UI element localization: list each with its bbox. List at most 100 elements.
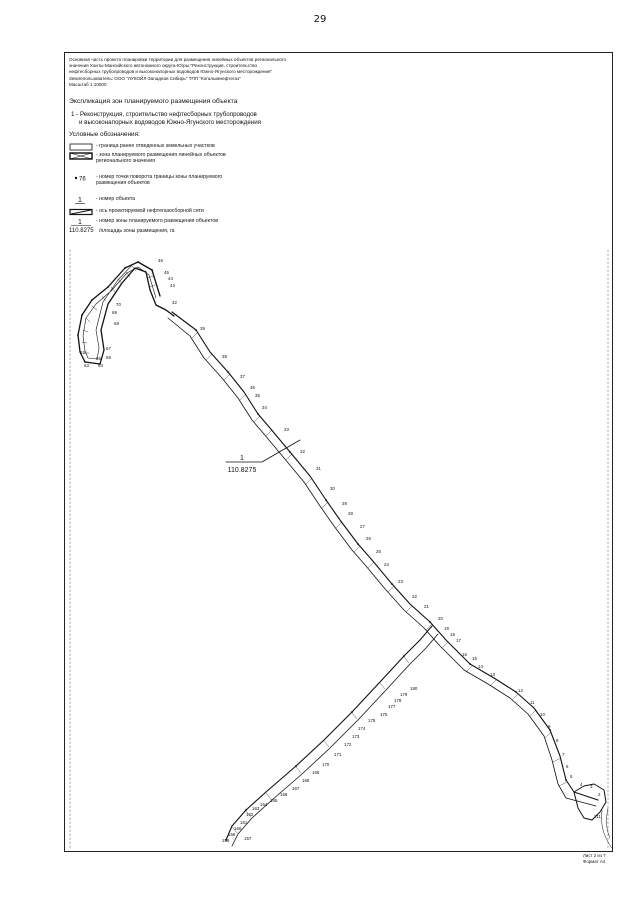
- point-label: 157: [244, 836, 252, 841]
- legend-sample: 110.8275: [69, 228, 94, 234]
- legend-item-axis: - ось проектируемой нефтегазосборной сет…: [69, 208, 329, 218]
- point-label: 28: [348, 511, 353, 516]
- object-list: 1 - Реконструкция, строительство нефтесб…: [71, 111, 261, 127]
- symbols-title: Условные обозначения:: [69, 131, 140, 138]
- point-label: 158: [222, 838, 230, 843]
- point-label: 63: [84, 363, 89, 368]
- zone-main-hatch: [191, 331, 568, 787]
- point-label: 4: [580, 782, 583, 787]
- legend-text: /площадь зоны размещения, га: [99, 228, 175, 234]
- point-label: 37: [240, 374, 245, 379]
- callout-object-number: 1: [240, 455, 244, 462]
- legend-text-line: - зона планируемого размещения линейных …: [96, 152, 226, 158]
- point-label: 2: [598, 792, 601, 797]
- callout-area: 110.8275: [228, 467, 257, 474]
- header-line: Основная часть проекта планировки террит…: [69, 57, 287, 62]
- point-label: 23: [398, 579, 403, 584]
- legend-text-line: размещения объектов: [96, 180, 150, 187]
- point-label: 67: [106, 346, 111, 351]
- point-label: 43: [170, 283, 175, 288]
- point-label: 27: [360, 524, 365, 529]
- sheet-format: Формат А4: [583, 859, 606, 864]
- legend-text: - номер зоны планируемого размещения объ…: [96, 218, 218, 224]
- point-label: 33: [284, 427, 289, 432]
- zone-left-loop-inner: [82, 263, 157, 360]
- point-label: 15: [472, 656, 477, 661]
- point-label: 70: [116, 302, 121, 307]
- point-label: 211: [594, 814, 602, 819]
- object-number-symbol-icon: 1: [75, 197, 85, 204]
- point-label: 178: [394, 698, 402, 703]
- point-label: 64: [98, 363, 103, 368]
- point-label: 164: [260, 802, 268, 807]
- axis-symbol-icon: [69, 208, 93, 216]
- point-label: 163: [252, 806, 260, 811]
- point-label: 161: [240, 820, 248, 825]
- point-label: 177: [388, 704, 396, 709]
- point-label: 42: [172, 300, 177, 305]
- point-label: 13: [490, 672, 495, 677]
- legend-title: Экспликация зон планируемого размещения …: [69, 98, 238, 105]
- point-label: 38: [222, 354, 227, 359]
- zone-left-loop: [77, 261, 175, 365]
- zone-number-symbol-icon: 1: [71, 219, 91, 226]
- point-label: 36: [250, 385, 255, 390]
- zone-symbol-icon: [69, 152, 93, 160]
- point-label: 21: [424, 604, 429, 609]
- point-label: 171: [334, 752, 342, 757]
- point-label: 179: [400, 692, 408, 697]
- legend-text: - граница ранее отведенных земельных уча…: [96, 143, 215, 149]
- point-label: 46: [158, 258, 163, 263]
- point-label: 160: [234, 826, 242, 831]
- point-label: 7: [562, 752, 565, 757]
- point-label: 22: [412, 594, 417, 599]
- point-label: 162: [246, 812, 254, 817]
- zone-south-hatch: [231, 656, 410, 834]
- point-label: 34: [262, 405, 267, 410]
- boundary-symbol-icon: [69, 143, 93, 151]
- point-label: 68: [114, 321, 119, 326]
- point-label: 170: [322, 762, 330, 767]
- point-label: 35: [255, 393, 260, 398]
- legend-item-zone-number: 1 - номер зоны планируемого размещения о…: [69, 218, 329, 228]
- header-line: нефтесборных трубопроводов и высоконапор…: [69, 69, 273, 75]
- point-label: 176: [380, 712, 388, 717]
- point-label: 180: [410, 686, 418, 691]
- zone-left-loop-hatch: [81, 265, 156, 354]
- legend-item-object-number: 1 - номер объекта: [69, 196, 329, 206]
- legend-item-point: 76 - номер точки поворота границы зоны п…: [69, 174, 329, 190]
- legend-item-zone: - зона планируемого размещения линейных …: [69, 152, 329, 168]
- point-label: 39: [200, 326, 205, 331]
- callout-leader: [225, 439, 301, 463]
- point-label: 10: [540, 712, 545, 717]
- point-symbol-icon: 76: [74, 176, 86, 182]
- zone-south-branch: [225, 625, 433, 841]
- point-label: 26: [366, 536, 371, 541]
- point-label: 159: [228, 832, 236, 837]
- zone-south-branch-inner: [231, 633, 439, 847]
- point-label: 30: [330, 486, 335, 491]
- point-label: 175: [368, 718, 376, 723]
- point-label: 167: [292, 786, 300, 791]
- legend-sample: 1: [78, 197, 82, 204]
- sheet-header: Основная часть проекта планировки террит…: [69, 57, 369, 88]
- header-line: значения Ханты-Мансийского автономного о…: [69, 63, 258, 69]
- point-label: 31: [316, 466, 321, 471]
- point-label: 173: [352, 734, 360, 739]
- point-label: 24: [384, 562, 389, 567]
- legend-text-line: регионального значения: [96, 158, 155, 165]
- point-label: 20: [438, 616, 443, 621]
- point-label: 16: [462, 652, 467, 657]
- legend-item-boundary: - граница ранее отведенных земельных уча…: [69, 143, 329, 153]
- point-label: 65: [96, 356, 101, 361]
- point-label: 3: [590, 784, 593, 789]
- point-label: 166: [280, 792, 288, 797]
- legend-sample: 1: [78, 219, 82, 226]
- sheet-counter: Лист 2 из 7: [583, 853, 606, 858]
- point-label: 172: [344, 742, 352, 747]
- point-label: 169: [312, 770, 320, 775]
- point-label: 17: [456, 638, 461, 643]
- road-curve-2: [606, 807, 611, 839]
- legend-text: - ось проектируемой нефтегазосборной сет…: [96, 208, 204, 214]
